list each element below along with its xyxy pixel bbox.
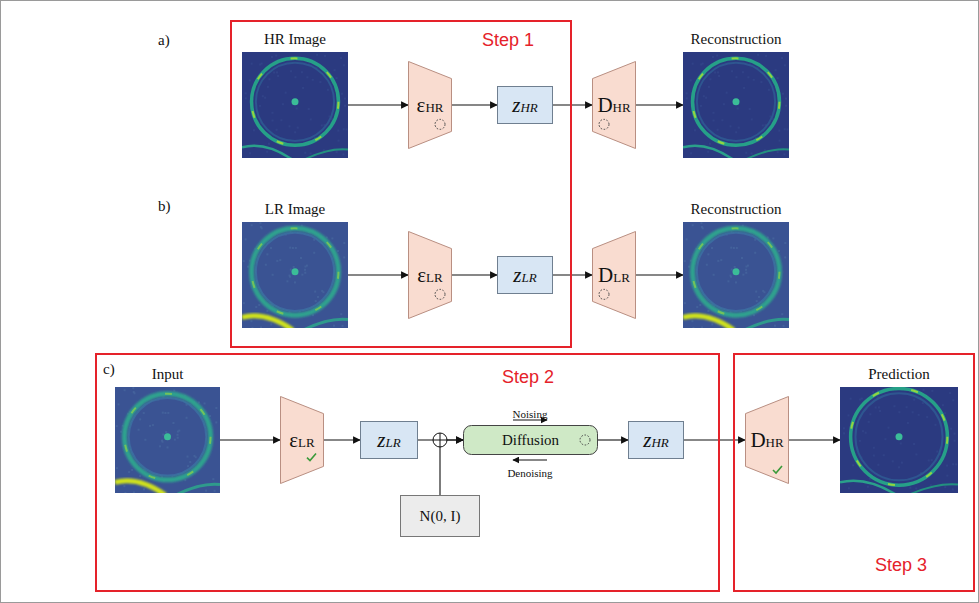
latent-box: zHR: [628, 421, 684, 459]
decoder-label: DHR: [750, 430, 783, 451]
decoder-block: DHR: [592, 61, 636, 149]
step-region: Step 1 HR Image εHR zHR LR Image εLR zLR: [230, 20, 572, 348]
flow-arrow: [348, 104, 408, 105]
flow-arrow: [789, 439, 840, 440]
trainable-mark: [599, 289, 609, 299]
image-panel: Reconstruction: [683, 52, 789, 158]
flow-arrow: [452, 104, 497, 105]
image-title: LR Image: [195, 200, 395, 218]
image-panel: Reconstruction: [683, 222, 789, 328]
diffusion-label: Diffusion: [502, 432, 559, 449]
process-label: Denoising: [507, 467, 552, 479]
process-label: Noising: [513, 408, 548, 420]
flow-arrow: [452, 274, 497, 275]
latent-label: zLR: [377, 430, 400, 451]
flow-arrow: [636, 104, 683, 105]
step-label: Step 3: [875, 555, 927, 576]
image-illustration: [683, 222, 789, 328]
sum-symbol: [433, 433, 447, 447]
image-title: Reconstruction: [636, 30, 836, 48]
latent-box: zLR: [497, 256, 553, 294]
decoder-label: DHR: [597, 95, 630, 116]
image-illustration: [683, 52, 789, 158]
decoder-block: DLR: [592, 231, 636, 319]
flow-arrow: [324, 439, 360, 440]
panel-letter: c): [103, 361, 115, 378]
flow-arrow: [553, 104, 592, 105]
latent-box: zLR: [360, 421, 418, 459]
label-anchor: Denoising: [507, 463, 552, 481]
noise-label: N(0, I): [420, 508, 461, 525]
step-region: Step 3 DHR Prediction: [733, 353, 975, 592]
image-title: Reconstruction: [636, 200, 836, 218]
image-panel: Prediction: [840, 387, 958, 493]
image-illustration: [840, 387, 958, 493]
trainable-mark: [599, 119, 609, 129]
latent-box: zHR: [497, 86, 553, 124]
frozen-mark: [773, 466, 782, 473]
trainable-mark: [435, 289, 445, 299]
flow-arrow: [440, 440, 463, 495]
image-illustration: [115, 387, 220, 493]
latent-label: zHR: [643, 430, 669, 451]
image-title: HR Image: [195, 30, 395, 48]
image-illustration: [242, 52, 348, 158]
encoder-block: εLR: [280, 396, 324, 484]
image-panel: Input: [115, 387, 220, 493]
encoder-label: εLR: [289, 430, 314, 451]
label-anchor: a): [158, 31, 170, 49]
label-anchor: c): [103, 360, 115, 378]
image-panel: LR Image: [242, 222, 348, 328]
panel-letter: a): [158, 32, 170, 49]
step-label: Step 1: [482, 30, 534, 51]
flow-arrow: [598, 439, 628, 440]
label-anchor: b): [158, 197, 171, 215]
trainable-mark: [435, 119, 445, 129]
panel-letter: b): [158, 198, 171, 215]
trainable-mark: [580, 435, 590, 445]
encoder-block: εHR: [408, 61, 452, 149]
flow-arrow: [684, 439, 745, 440]
encoder-label: εHR: [417, 95, 444, 116]
flow-arrow: [636, 274, 683, 275]
latent-label: zLR: [513, 265, 536, 286]
image-title: Input: [68, 365, 268, 383]
encoder-label: εLR: [417, 265, 442, 286]
diffusion-box: Diffusion: [463, 425, 598, 455]
flow-arrow: [220, 439, 280, 440]
image-title: Prediction: [799, 365, 979, 383]
denoising-arrow: [513, 460, 547, 461]
flow-arrow: [348, 274, 408, 275]
step-label: Step 2: [502, 367, 554, 388]
latent-label: zHR: [512, 95, 538, 116]
flow-arrow: [553, 274, 592, 275]
image-panel: HR Image: [242, 52, 348, 158]
step-region: Step 2 Input εLR zLR DiffusionN(0, I) zHR: [95, 353, 720, 592]
encoder-block: εLR: [408, 231, 452, 319]
noise-box: N(0, I): [400, 495, 480, 537]
label-anchor: Noising: [513, 404, 548, 422]
image-illustration: [242, 222, 348, 328]
decoder-block: DHR: [745, 396, 789, 484]
frozen-mark: [307, 454, 316, 461]
decoder-label: DLR: [598, 265, 630, 286]
